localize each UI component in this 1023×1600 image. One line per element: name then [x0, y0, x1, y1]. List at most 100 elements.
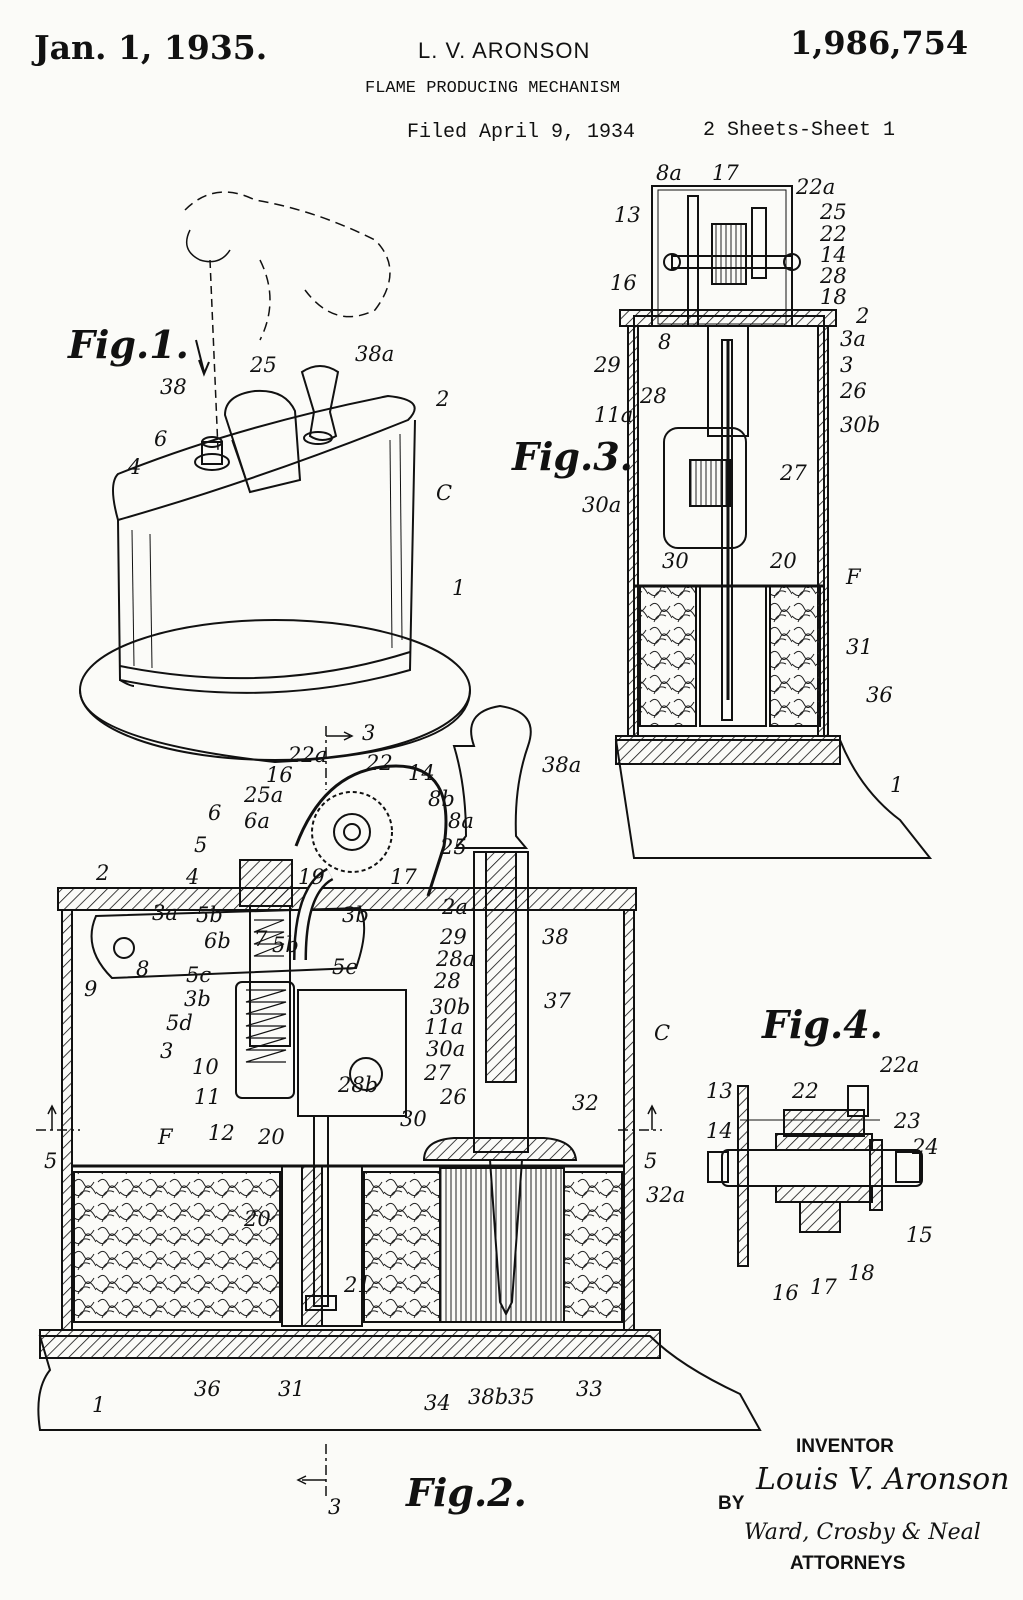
ref-numeral: 29	[439, 925, 467, 949]
ref-numeral: 30b	[430, 995, 470, 1019]
ref-numeral: 6b	[204, 929, 231, 953]
attorney-signature: Ward, Crosby & Neal	[744, 1520, 981, 1545]
ref-numeral: 11	[194, 1085, 221, 1109]
ref-numeral: 22	[365, 751, 393, 775]
ref-numeral: 25a	[243, 783, 283, 807]
ref-numeral: 30a	[582, 493, 621, 517]
ref-numeral: 3	[328, 1495, 341, 1519]
ref-numeral: 19	[298, 865, 325, 889]
ref-numeral: 25	[249, 353, 277, 377]
ref-numeral: 17	[810, 1275, 837, 1299]
ref-numeral: 37	[544, 989, 571, 1013]
ref-numeral: 20	[243, 1207, 271, 1231]
ref-numeral: 5	[44, 1149, 57, 1173]
ref-numeral: 2a	[441, 895, 468, 919]
ref-numeral: 5	[644, 1149, 657, 1173]
ref-numeral: 32a	[646, 1183, 685, 1207]
ref-numeral: 6a	[244, 809, 270, 833]
ref-numeral: 1	[890, 773, 903, 797]
ref-numeral: 6	[208, 801, 221, 825]
ref-numeral: 20	[769, 549, 797, 573]
ref-numeral: 30b	[840, 413, 880, 437]
ref-numeral: 12	[208, 1121, 235, 1145]
ref-numeral: 38	[160, 375, 187, 399]
ref-numeral: 28b	[337, 1073, 378, 1097]
figure-1-title: Fig.1.	[67, 322, 189, 367]
ref-numeral: 3b	[342, 903, 369, 927]
sheet-count: 2 Sheets-Sheet 1	[703, 119, 896, 142]
ref-numeral: 33	[576, 1377, 603, 1401]
ref-numeral: 26	[839, 379, 867, 403]
ref-numeral: F	[845, 565, 862, 589]
ref-numeral: 6	[154, 427, 167, 451]
ref-numeral: 11a	[424, 1015, 463, 1039]
ref-numeral: 3	[362, 721, 375, 745]
ref-numeral: 5d	[166, 1011, 193, 1035]
figure-4-drawing	[707, 1085, 923, 1267]
ref-numeral: 9	[84, 977, 97, 1001]
ref-numeral: 20	[257, 1125, 285, 1149]
ref-numeral: 24	[911, 1135, 939, 1159]
ref-numeral: 14	[820, 243, 847, 267]
ref-numeral: 4	[185, 865, 199, 889]
ref-numeral: C	[436, 481, 452, 505]
ref-numeral: 23	[893, 1109, 921, 1133]
ref-numeral: 32	[572, 1091, 599, 1115]
ref-numeral: 28	[639, 384, 667, 408]
figure-3-labels: 8a 17 22a 13 25 22 14 16 28 18 2 8 3a 29…	[582, 161, 903, 797]
inventor-name: L. V. ARONSON	[418, 38, 591, 63]
ref-numeral: 8b	[428, 787, 455, 811]
figure-2-drawing	[36, 704, 762, 1500]
figure-1-drawing	[79, 191, 471, 764]
figure-2-labels: 3 22a 22 14 16 8b 25a 6 6a 8a 5 25 4 19 …	[44, 721, 685, 1519]
ref-numeral: F	[157, 1125, 174, 1149]
ref-numeral: 22a	[287, 743, 327, 767]
ref-numeral: 25	[439, 835, 467, 859]
ref-numeral: 5e	[332, 955, 358, 979]
inventor-label: INVENTOR	[796, 1436, 894, 1457]
ref-numeral: 34	[424, 1391, 451, 1415]
ref-numeral: 28	[433, 969, 461, 993]
ref-numeral: 15	[906, 1223, 933, 1247]
ref-numeral: 18	[848, 1261, 875, 1285]
ref-numeral: 11a	[594, 403, 633, 427]
ref-numeral: 1	[452, 576, 465, 600]
patent-date: Jan. 1, 1935.	[34, 28, 268, 67]
filed-date: Filed April 9, 1934	[407, 121, 636, 144]
ref-numeral: 29	[593, 353, 621, 377]
ref-numeral: 38a	[542, 753, 581, 777]
patent-number: 1,986,754	[790, 24, 969, 62]
ref-numeral: 22a	[879, 1053, 919, 1077]
figure-4-title: Fig.4.	[761, 1002, 883, 1047]
ref-numeral: 3	[160, 1039, 173, 1063]
ref-numeral: 26	[439, 1085, 467, 1109]
ref-numeral: 3	[840, 353, 853, 377]
ref-numeral: 14	[706, 1119, 733, 1143]
ref-numeral: 21	[343, 1273, 371, 1297]
ref-numeral: 16	[610, 271, 637, 295]
ref-numeral: 27	[779, 461, 807, 485]
ref-numeral: C	[654, 1021, 670, 1045]
ref-numeral: 38	[542, 925, 569, 949]
ref-numeral: 31	[846, 635, 873, 659]
ref-numeral: 31	[278, 1377, 305, 1401]
figure-3-title: Fig.3.	[511, 434, 633, 479]
ref-numeral: 16	[772, 1281, 799, 1305]
attorneys-label: ATTORNEYS	[790, 1553, 906, 1574]
ref-numeral: 38a	[355, 342, 394, 366]
ref-numeral: 3a	[152, 901, 178, 925]
ref-numeral: 22	[791, 1079, 819, 1103]
ref-numeral: 38b	[468, 1385, 508, 1409]
by-label: BY	[718, 1493, 745, 1514]
ref-numeral: 1	[92, 1393, 105, 1417]
patent-title: FLAME PRODUCING MECHANISM	[365, 79, 621, 98]
ref-numeral: 36	[194, 1377, 221, 1401]
ref-numeral: 36	[866, 683, 893, 707]
ref-numeral: 30a	[426, 1037, 465, 1061]
ref-numeral: 25	[819, 200, 847, 224]
figure-4-labels: 22a 13 22 23 14 24 15 16 17 18	[706, 1053, 939, 1305]
ref-numeral: 30	[662, 549, 689, 573]
ref-numeral: 30	[400, 1107, 427, 1131]
ref-numeral: 16	[266, 763, 293, 787]
